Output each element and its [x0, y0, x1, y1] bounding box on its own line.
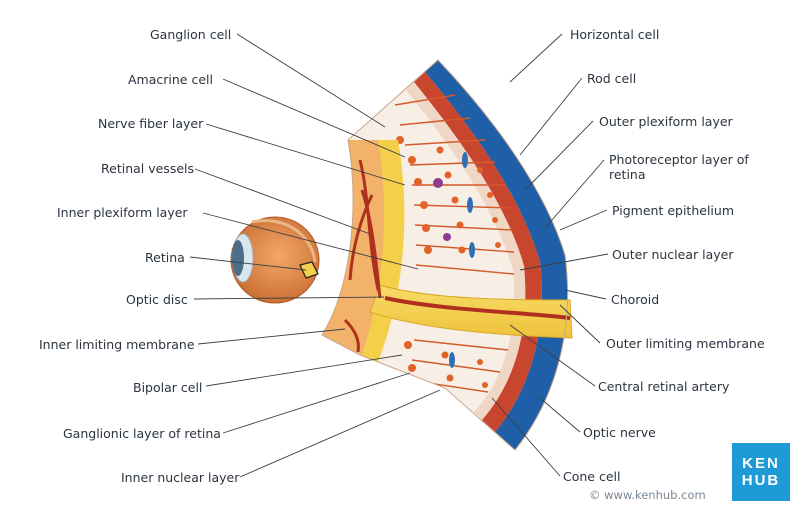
label-ganglion-cell: Ganglion cell	[150, 27, 232, 42]
label-photoreceptor-layer: Photoreceptor layer of retina	[609, 152, 749, 182]
label-retinal-vessels: Retinal vessels	[101, 161, 195, 176]
kenhub-logo[interactable]: KEN HUB	[732, 443, 790, 501]
label-optic-disc: Optic disc	[126, 292, 188, 307]
label-rod-cell: Rod cell	[587, 71, 637, 86]
retina-layers	[322, 60, 568, 450]
label-choroid: Choroid	[611, 292, 660, 307]
label-central-retinal-artery: Central retinal artery	[598, 379, 730, 394]
label-pigment-epithelium: Pigment epithelium	[612, 203, 734, 218]
label-bipolar-cell: Bipolar cell	[133, 380, 203, 395]
copyright-text: © www.kenhub.com	[589, 488, 706, 502]
label-outer-plexiform-layer: Outer plexiform layer	[599, 114, 733, 129]
label-nerve-fiber-layer: Nerve fiber layer	[98, 116, 204, 131]
leader-lines	[189, 33, 609, 478]
label-optic-nerve: Optic nerve	[583, 425, 656, 440]
label-outer-nuclear-layer: Outer nuclear layer	[612, 247, 734, 262]
label-amacrine-cell: Amacrine cell	[128, 72, 213, 87]
label-cone-cell: Cone cell	[563, 469, 621, 484]
label-retina: Retina	[145, 250, 185, 265]
logo-line-1: KEN	[742, 455, 780, 472]
label-horizontal-cell: Horizontal cell	[570, 27, 660, 42]
label-outer-limiting-membrane: Outer limiting membrane	[606, 336, 765, 351]
label-inner-plexiform-layer: Inner plexiform layer	[57, 205, 188, 220]
eyeball-icon	[230, 216, 320, 304]
label-inner-limiting-membrane: Inner limiting membrane	[39, 337, 195, 352]
label-ganglionic-layer: Ganglionic layer of retina	[63, 426, 221, 441]
label-inner-nuclear-layer: Inner nuclear layer	[121, 470, 240, 485]
logo-line-2: HUB	[741, 472, 781, 489]
